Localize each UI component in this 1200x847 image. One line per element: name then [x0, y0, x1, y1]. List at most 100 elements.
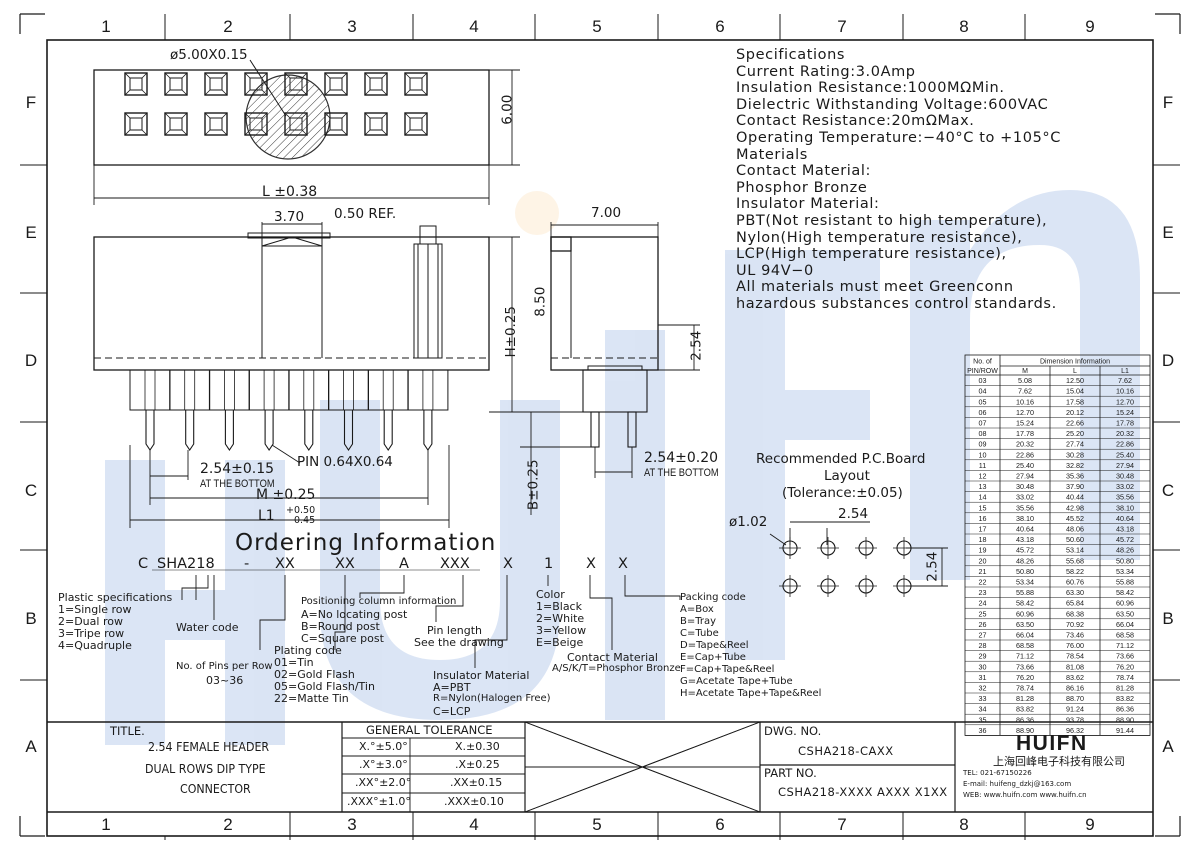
table-cell: 81.28 — [1116, 684, 1134, 693]
pcb-hole — [855, 537, 877, 559]
table-cell: 16 — [979, 514, 987, 523]
table-cell: 12 — [979, 472, 987, 481]
table-cell: 40.64 — [1016, 525, 1034, 534]
table-cell: 15 — [979, 503, 987, 512]
table-cell: 14 — [979, 493, 987, 502]
table-cell: 60.96 — [1016, 609, 1034, 618]
table-cell: 76.00 — [1066, 641, 1084, 650]
insulator-title: Insulator Material — [433, 669, 530, 682]
table-cell: 22.66 — [1066, 419, 1084, 428]
plating-item: 01=Tin — [274, 656, 314, 669]
plating-item: 22=Matte Tin — [274, 692, 349, 705]
table-cell: 88.90 — [1116, 715, 1134, 724]
table-cell: 58.42 — [1116, 588, 1134, 597]
spec-line: Nylon(High temperature resistance), — [736, 229, 1023, 246]
company-name: 上海回峰电子科技有限公司 — [993, 755, 1125, 768]
pcb-pitch-h: 2.54 — [838, 506, 869, 522]
table-cell: 03 — [979, 376, 987, 385]
spec-line: Operating Temperature:−40°C to +105°C — [736, 129, 1061, 146]
code-part: XXX — [440, 556, 470, 572]
col-label: 2 — [223, 815, 232, 834]
table-cell: 68.38 — [1066, 609, 1084, 618]
table-cell: 35.56 — [1016, 503, 1034, 512]
side-view — [520, 222, 700, 515]
socket-contact — [364, 112, 388, 136]
spec-line: All materials must meet Greenconn — [736, 279, 1014, 296]
table-cell: 71.12 — [1116, 641, 1134, 650]
table-cell: 91.44 — [1116, 726, 1134, 735]
table-cell: 60.76 — [1066, 578, 1084, 587]
table-cell: 17.78 — [1116, 419, 1134, 428]
table-cell: 86.36 — [1016, 715, 1034, 724]
table-cell: 28 — [979, 641, 987, 650]
insulator-item: R=Nylon(Halogen Free) — [433, 693, 551, 704]
pcb-hole-dimension: ø1.02 — [729, 514, 768, 530]
row-label: E — [25, 223, 36, 242]
row-label: B — [25, 609, 36, 628]
water-code: Water code — [176, 621, 239, 634]
spec-line: Materials — [736, 146, 808, 163]
company-logo: HUIFN — [1016, 732, 1088, 755]
table-cell: 76.20 — [1116, 662, 1134, 671]
row-label: D — [25, 351, 37, 370]
table-cell: 38.10 — [1016, 514, 1034, 523]
socket-contact — [124, 72, 148, 96]
plastic-item: 3=Tripe row — [58, 627, 125, 640]
table-cell: 42.98 — [1066, 503, 1084, 512]
table-cell: 18 — [979, 535, 987, 544]
table-header: L1 — [1121, 368, 1129, 375]
code-part: XX — [335, 556, 355, 572]
row-label: A — [1162, 737, 1174, 756]
top-view — [93, 59, 520, 205]
ref-dimension: 0.50 REF. — [334, 206, 397, 222]
code-part: A — [399, 556, 409, 572]
side-pitch-dimension: 2.54±0.20 — [644, 450, 719, 466]
table-cell: 33 — [979, 694, 987, 703]
pcb-title: Recommended P.C.Board — [756, 451, 926, 467]
table-cell: 21 — [979, 567, 987, 576]
code-part: XX — [275, 556, 295, 572]
code-part: X — [618, 556, 628, 572]
pins-per-row: No. of Pins per Row — [176, 661, 273, 672]
table-cell: 17.58 — [1066, 397, 1084, 406]
plating-item: 02=Gold Flash — [274, 668, 355, 681]
grid-labels: 1 2 3 4 5 6 7 8 9 1 2 3 4 5 6 7 8 9 F E … — [25, 17, 1174, 834]
table-cell: 37.90 — [1066, 482, 1084, 491]
spec-line: Contact Resistance:20mΩMax. — [736, 113, 975, 130]
table-cell: 19 — [979, 546, 987, 555]
pin — [169, 369, 211, 451]
table-cell: 30.48 — [1016, 482, 1034, 491]
l1-plus-tolerance: +0.50 — [286, 505, 316, 516]
pitch-dimension: 2.54±0.15 — [200, 461, 275, 477]
col-label: 3 — [347, 815, 356, 834]
table-cell: 30.28 — [1066, 450, 1084, 459]
packing-item: E=Cap+Tube — [680, 652, 746, 663]
l1-minus-tolerance: −0.45 — [286, 515, 316, 526]
table-cell: 34 — [979, 705, 987, 714]
table-cell: 73.66 — [1116, 652, 1134, 661]
socket-contact — [204, 112, 228, 136]
packing-item: D=Tape&Reel — [680, 640, 749, 651]
row-label: C — [25, 481, 37, 500]
title-label: TITLE. — [110, 724, 145, 738]
table-cell: 27.74 — [1066, 440, 1084, 449]
packing-title: Packing code — [680, 592, 746, 603]
table-cell: 45.72 — [1016, 546, 1034, 555]
table-cell: 76.20 — [1016, 673, 1034, 682]
pin — [248, 369, 290, 451]
table-cell: 32 — [979, 684, 987, 693]
contact-value: A/S/K/T=Phosphor Bronze — [552, 663, 681, 674]
table-cell: 30 — [979, 662, 987, 671]
title-line: 2.54 FEMALE HEADER — [148, 740, 270, 754]
table-cell: 06 — [979, 408, 987, 417]
table-cell: 55.88 — [1016, 588, 1034, 597]
table-cell: 25.40 — [1016, 461, 1034, 470]
col-label: 9 — [1085, 17, 1094, 36]
socket-contact — [204, 72, 228, 96]
row-label: D — [1162, 351, 1174, 370]
color-item: 3=Yellow — [536, 624, 587, 637]
table-cell: 26 — [979, 620, 987, 629]
table-cell: 33.02 — [1016, 493, 1034, 502]
pin — [407, 369, 449, 451]
